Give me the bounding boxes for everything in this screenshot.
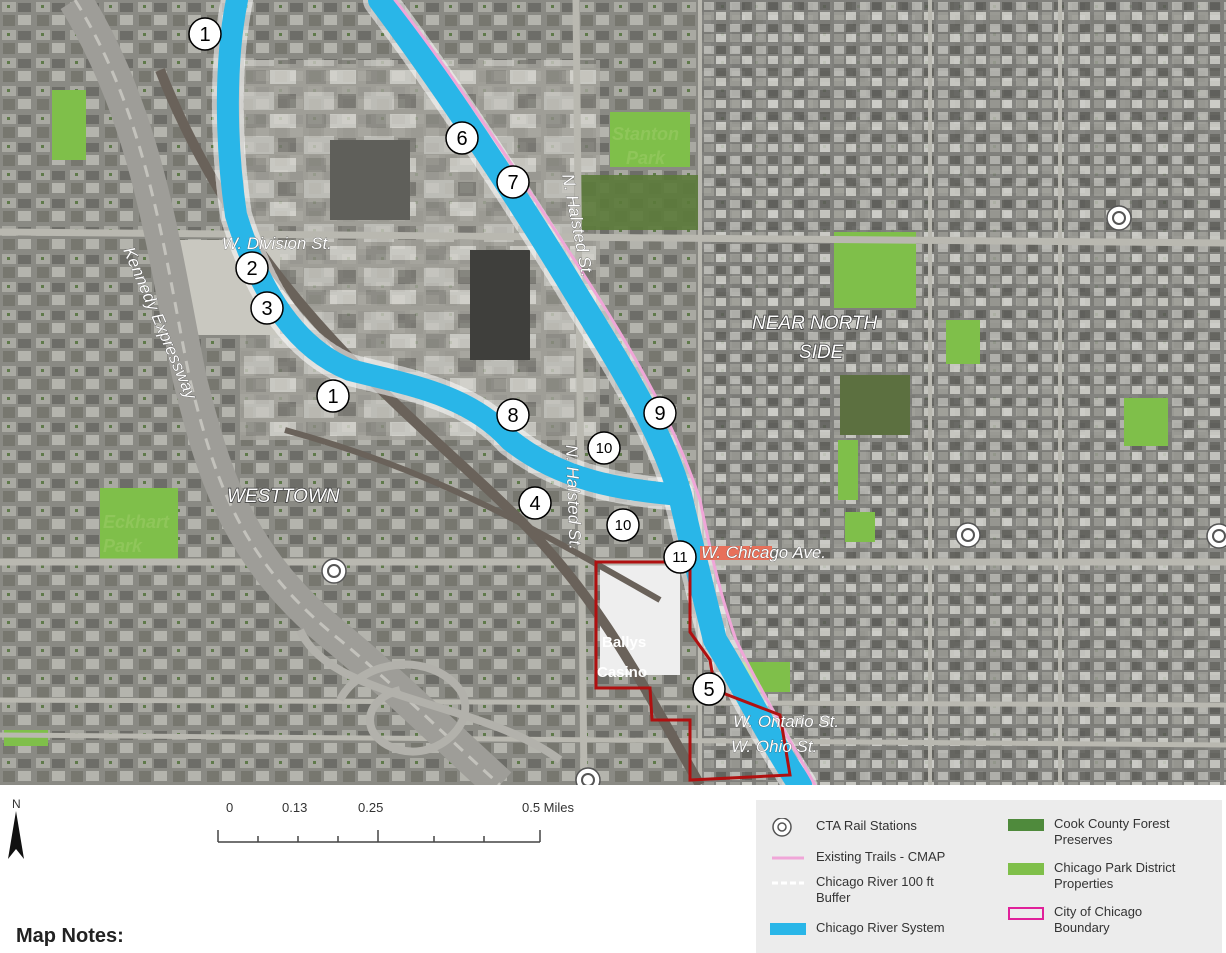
- scale-bar: 0 0.13 0.25 0.5 Miles: [210, 800, 590, 850]
- map-notes-title: Map Notes:: [16, 925, 124, 947]
- site-marker-4[interactable]: 4: [518, 486, 552, 520]
- area-label-near-north-2: SIDE: [799, 342, 844, 363]
- scale-label-05: 0.5 Miles: [522, 800, 575, 815]
- casino-label-2: Casino: [597, 664, 647, 681]
- scale-label-025: 0.25: [358, 800, 384, 815]
- area-label-near-north: NEAR NORTH: [752, 313, 878, 334]
- svg-text:10: 10: [615, 517, 632, 534]
- legend-item-river: Chicago River System: [768, 920, 956, 938]
- forest-swatch: [1006, 816, 1046, 834]
- street-label-division: W. Division St.: [222, 234, 332, 253]
- legend-item-buffer: Chicago River 100 ft Buffer: [768, 874, 956, 906]
- site-marker-1a[interactable]: 1: [188, 17, 222, 51]
- site-marker-6[interactable]: 6: [445, 121, 479, 155]
- legend-item-trails: Existing Trails - CMAP: [768, 849, 956, 867]
- site-marker-9[interactable]: 9: [643, 396, 677, 430]
- site-marker-10b[interactable]: 10: [606, 508, 640, 542]
- map-view[interactable]: W. Division St. N. Halsted St. N. Halste…: [0, 0, 1226, 785]
- north-arrow-label: N: [12, 797, 21, 811]
- north-arrow: N: [6, 797, 36, 867]
- svg-text:5: 5: [703, 679, 714, 701]
- street-label-ontario: W. Ontario St.: [733, 712, 839, 731]
- legend-item-park: Chicago Park District Properties: [1006, 860, 1194, 892]
- site-marker-8[interactable]: 8: [496, 398, 530, 432]
- svg-text:11: 11: [672, 549, 688, 566]
- svg-text:2: 2: [246, 258, 257, 280]
- park-label-stanton: Stanton: [612, 124, 679, 144]
- site-marker-1b[interactable]: 1: [316, 379, 350, 413]
- cta-station-marker[interactable]: [955, 522, 981, 548]
- site-marker-10a[interactable]: 10: [587, 431, 621, 465]
- cta-station-marker[interactable]: [321, 558, 347, 584]
- svg-text:6: 6: [456, 128, 467, 150]
- cta-station-marker[interactable]: [575, 767, 601, 785]
- casino-label: Ballys: [602, 634, 646, 651]
- trail-line-swatch: [768, 849, 808, 867]
- legend-item-cta: CTA Rail Stations: [768, 817, 956, 837]
- svg-text:7: 7: [507, 172, 518, 194]
- scale-label-013: 0.13: [282, 800, 308, 815]
- legend-item-forest: Cook County Forest Preserves: [1006, 816, 1194, 848]
- site-marker-5[interactable]: 5: [692, 672, 726, 706]
- area-label-westtown: WESTTOWN: [227, 486, 340, 507]
- svg-text:4: 4: [529, 493, 540, 515]
- map-legend: CTA Rail Stations Existing Trails - CMAP…: [756, 800, 1222, 953]
- street-label-ohio: W. Ohio St.: [731, 737, 817, 756]
- boundary-swatch: [1006, 904, 1046, 922]
- svg-text:3: 3: [261, 298, 272, 320]
- street-label-halsted-south: N. Halsted St.: [562, 444, 585, 549]
- north-arrow-icon: [8, 811, 24, 859]
- cta-station-marker[interactable]: [1106, 205, 1132, 231]
- cta-station-marker[interactable]: [1206, 523, 1226, 549]
- svg-text:1: 1: [327, 386, 338, 408]
- svg-text:9: 9: [654, 403, 665, 425]
- park-swatch: [1006, 860, 1046, 878]
- site-marker-2[interactable]: 2: [235, 251, 269, 285]
- scale-bar-graphic: [217, 830, 541, 843]
- buffer-line-swatch: [768, 874, 808, 892]
- park-label-eckhart-2: Park: [103, 536, 143, 556]
- park-label-stanton-2: Park: [626, 148, 666, 168]
- legend-item-boundary: City of Chicago Boundary: [1006, 904, 1194, 936]
- svg-text:10: 10: [596, 440, 613, 457]
- train-icon: [768, 817, 808, 837]
- site-marker-11[interactable]: 11: [663, 540, 697, 574]
- site-marker-3[interactable]: 3: [250, 291, 284, 325]
- svg-text:1: 1: [199, 24, 210, 46]
- scale-label-0: 0: [226, 800, 234, 815]
- park-label-eckhart: Eckhart: [103, 512, 170, 532]
- river-swatch: [768, 920, 808, 938]
- site-marker-7[interactable]: 7: [496, 165, 530, 199]
- street-label-chicago-ave: W. Chicago Ave.: [701, 543, 826, 562]
- svg-text:8: 8: [507, 405, 518, 427]
